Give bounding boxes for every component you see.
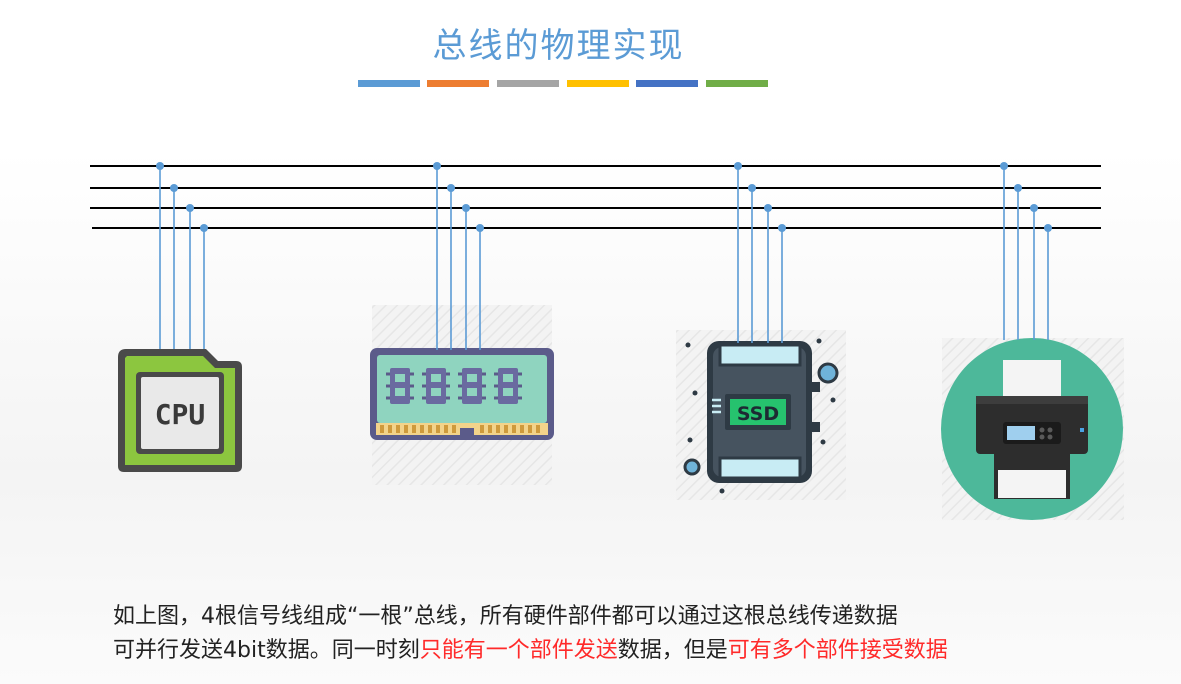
title-stripe-6 bbox=[706, 80, 768, 87]
memory-icon bbox=[370, 348, 554, 440]
caption-highlight-single-sender: 只能有一个部件发送 bbox=[419, 638, 618, 663]
cpu-junction-dot-2 bbox=[170, 184, 178, 192]
memory-junction-dot-4 bbox=[476, 224, 484, 232]
caption-line-1: 如上图，4根信号线组成“一根”总线，所有硬件部件都可以通过这根总线传递数据 bbox=[113, 604, 898, 629]
cpu-junction-dot-3 bbox=[186, 204, 194, 212]
ssd-junction-dot-2 bbox=[748, 184, 756, 192]
caption-highlight-multiple-receivers: 可有多个部件接受数据 bbox=[727, 638, 948, 663]
title-stripe-5 bbox=[636, 80, 698, 87]
title-stripe-3 bbox=[497, 80, 559, 87]
memory-junction-dot-1 bbox=[433, 162, 441, 170]
title-stripe-1 bbox=[358, 80, 420, 87]
cpu-junction-dot-4 bbox=[200, 224, 208, 232]
memory-junction-dot-3 bbox=[462, 204, 470, 212]
slide-title: 总线的物理实现 bbox=[432, 26, 685, 66]
cpu-junction-dot-1 bbox=[156, 162, 164, 170]
printer-junction-dot-2 bbox=[1014, 184, 1022, 192]
caption-line-2-part-c: 数据，但是 bbox=[617, 638, 728, 663]
title-stripe-4 bbox=[567, 80, 629, 87]
printer-junction-dot-4 bbox=[1044, 224, 1052, 232]
caption-line-2: 可并行发送4bit数据。同一时刻只能有一个部件发送数据，但是可有多个部件接受数据 bbox=[113, 632, 948, 664]
ssd-junction-dot-4 bbox=[778, 224, 786, 232]
printer-junction-dot-1 bbox=[1000, 162, 1008, 170]
bus-lines bbox=[90, 165, 1101, 229]
bus-connectors bbox=[156, 162, 1052, 350]
ssd-label: SSD bbox=[737, 403, 779, 425]
printer-icon bbox=[941, 338, 1123, 520]
caption-line-2-part-a: 可并行发送4bit数据。同一时刻 bbox=[113, 638, 420, 663]
memory-junction-dot-2 bbox=[447, 184, 455, 192]
ssd-icon: SSD bbox=[683, 338, 839, 494]
printer-junction-dot-3 bbox=[1030, 204, 1038, 212]
ssd-junction-dot-3 bbox=[764, 204, 772, 212]
ssd-junction-dot-1 bbox=[734, 162, 742, 170]
title-stripe-2 bbox=[427, 80, 489, 87]
cpu-icon: CPU bbox=[118, 349, 242, 472]
cpu-label: CPU bbox=[155, 398, 206, 431]
